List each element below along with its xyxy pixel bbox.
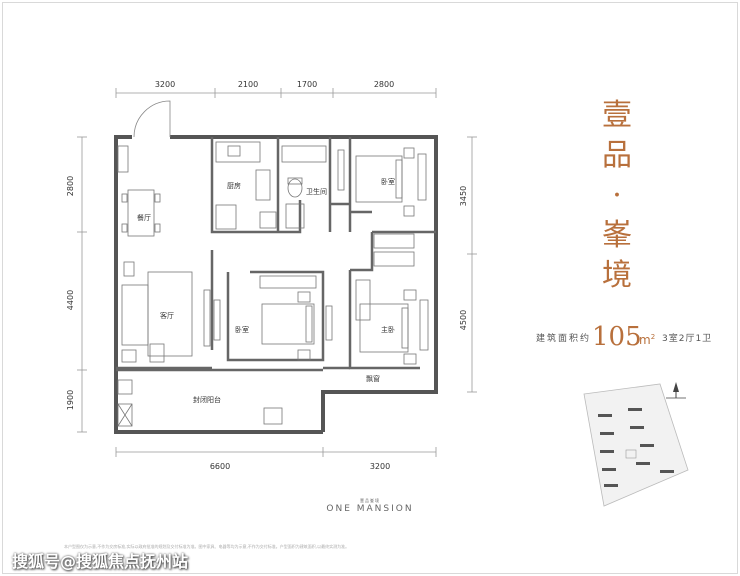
bathroom-fixtures <box>281 145 327 229</box>
room-living-label: 客厅 <box>160 311 174 320</box>
balcony-fixtures <box>117 379 283 427</box>
room-bedroom2-label: 卧室 <box>235 325 249 334</box>
layout-text: 3室2厅1卫 <box>662 334 713 344</box>
top-dim-1: 3200 <box>155 80 175 89</box>
bedroom2-bed <box>213 291 333 361</box>
entry-door <box>133 100 171 138</box>
interior-walls <box>116 137 436 372</box>
left-dim-1: 2800 <box>66 176 75 196</box>
title-char-3: · <box>612 178 624 213</box>
left-dimension-line <box>77 136 87 433</box>
title-char-4: 峯 <box>602 218 634 253</box>
top-dim-2: 2100 <box>238 80 258 89</box>
area-label: 建筑面积约 <box>536 334 592 344</box>
area-unit: m2 <box>639 333 655 347</box>
bedroom1-bed <box>337 147 427 217</box>
left-dim-3: 1900 <box>66 390 75 410</box>
right-dim-1: 3450 <box>459 186 468 206</box>
bottom-dimension-line <box>115 447 437 457</box>
right-dim-2: 4500 <box>459 310 468 330</box>
kitchen-fixtures <box>215 141 277 230</box>
watermark-text: 搜狐号@搜狐焦点抚州站 <box>12 552 189 571</box>
top-dim-4: 2800 <box>374 80 394 89</box>
project-title: 壹 品 · 峯 境 <box>600 96 636 296</box>
shoe-cabinet <box>117 145 129 173</box>
area-unit-text: m <box>639 333 651 347</box>
title-char-5: 境 <box>602 258 634 293</box>
living-furniture <box>121 261 211 363</box>
top-dim-3: 1700 <box>297 80 317 89</box>
title-char-2: 品 <box>602 138 634 173</box>
brand-logo: 壹品峯境 ONE MANSION <box>300 498 440 514</box>
top-dimension-line <box>115 88 437 98</box>
wardrobes <box>259 233 415 289</box>
room-master-label: 主卧 <box>381 325 395 334</box>
room-bay-label: 飘窗 <box>366 374 380 383</box>
bottom-dim-1: 6600 <box>210 462 230 471</box>
dining-table <box>121 189 161 237</box>
room-kitchen-label: 厨房 <box>227 181 241 190</box>
left-dim-2: 4400 <box>66 290 75 310</box>
room-dining-label: 餐厅 <box>137 213 151 222</box>
right-dimension-line <box>467 136 477 393</box>
site-plan-icon <box>583 383 689 507</box>
room-balcony-label: 封闭阳台 <box>193 395 221 404</box>
area-unit-sup: 2 <box>650 333 656 341</box>
brand-small-text: 壹品峯境 <box>360 498 380 503</box>
master-bed <box>355 279 429 365</box>
area-value: 105 <box>592 322 642 352</box>
compass-icon <box>666 382 686 399</box>
title-char-1: 壹 <box>602 98 634 133</box>
outer-walls <box>114 135 438 434</box>
brand-main-text: ONE MANSION <box>326 504 414 514</box>
area-info: 建筑面积约 105 m2 3室2厅1卫 <box>536 322 736 352</box>
room-bedroom1-label: 卧室 <box>381 177 395 186</box>
room-bath-label: 卫生间 <box>306 187 327 196</box>
disclaimer-text: 本户型图仅为示意,不作为交房标准,实际以政府批准的规划及交付标准为准。图中家具、… <box>64 544 350 549</box>
bottom-dim-2: 3200 <box>370 462 390 471</box>
